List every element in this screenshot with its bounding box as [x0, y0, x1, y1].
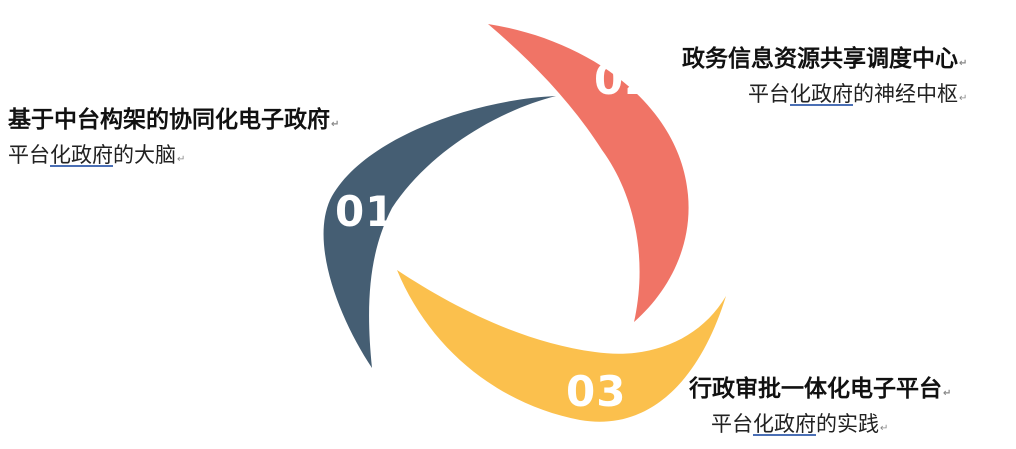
- subtitle-02: 平台化政府的神经中枢↵: [748, 82, 968, 106]
- number-03: 03: [566, 367, 626, 416]
- title-01: 基于中台构架的协同化电子政府↵: [8, 107, 340, 133]
- subtitle-03: 平台化政府的实践↵: [711, 412, 889, 436]
- title-03: 行政审批一体化电子平台↵: [689, 376, 952, 402]
- subtitle-01: 平台化政府的大脑↵: [8, 143, 186, 167]
- label-group-02: 政务信息资源共享调度中心↵ 平台化政府的神经中枢↵: [682, 44, 967, 114]
- label-group-03: 行政审批一体化电子平台↵ 平台化政府的实践↵: [689, 374, 951, 444]
- number-02: 02: [594, 55, 654, 104]
- paragraph-mark: ↵: [177, 154, 186, 165]
- number-01: 01: [335, 187, 395, 236]
- subtitle-03-underlined: 化政府: [753, 412, 816, 436]
- title-02: 政务信息资源共享调度中心↵: [682, 46, 968, 72]
- subtitle-01-underlined: 化政府: [50, 143, 113, 167]
- subtitle-02-underlined: 化政府: [790, 82, 853, 106]
- paragraph-mark: ↵: [959, 93, 968, 104]
- blade-03-shape: [397, 270, 726, 422]
- paragraph-mark: ↵: [943, 388, 952, 399]
- label-group-01: 基于中台构架的协同化电子政府↵ 平台化政府的大脑↵: [8, 105, 339, 175]
- paragraph-mark: ↵: [880, 423, 889, 434]
- blade-02-shape: [488, 24, 689, 322]
- blade-01-shape: [323, 96, 556, 368]
- paragraph-mark: ↵: [331, 119, 340, 130]
- paragraph-mark: ↵: [959, 58, 968, 69]
